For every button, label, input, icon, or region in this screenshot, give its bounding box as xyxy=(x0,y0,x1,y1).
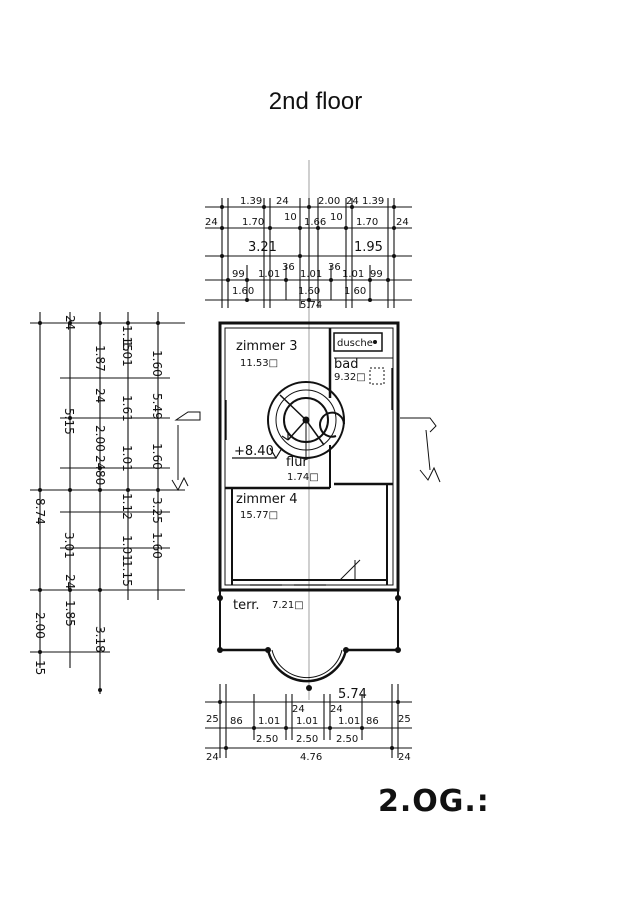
bottom-dimension-dots xyxy=(218,700,400,750)
dim-left-2-6: 80 xyxy=(93,470,107,485)
dim-left-3-7: 1.15 xyxy=(120,560,134,587)
dim-top-2-6: 1.70 xyxy=(356,217,378,228)
dim-left-2-1: 24 xyxy=(63,315,77,330)
dim-top-5-3: 1.60 xyxy=(344,286,366,297)
dim-top-overall: 5.74 xyxy=(300,300,322,311)
dim-top-4-2: 1.01 xyxy=(258,269,280,280)
window-marks xyxy=(225,322,393,586)
dim-bottom-1-8: 86 xyxy=(366,716,379,727)
dim-left-3-2: 1.15 xyxy=(120,325,134,352)
dim-left-3-5: 1.12 xyxy=(120,493,134,520)
dim-top-4-4: 1.01 xyxy=(300,269,322,280)
room-flur-area: 1.74□ xyxy=(287,472,319,483)
dim-left-4-3: 1.60 xyxy=(150,443,164,470)
dim-top-4-5: 36 xyxy=(328,262,341,273)
level-marker xyxy=(232,447,283,460)
dim-bottom-1-2: 86 xyxy=(230,716,243,727)
dim-left-2-2: 1.87 xyxy=(93,345,107,372)
dim-bottom-1-7: 1.01 xyxy=(338,716,360,727)
dim-top-4-6: 1.01 xyxy=(342,269,364,280)
shrub-right xyxy=(400,417,441,483)
wc-fixture xyxy=(369,367,385,385)
room-zimmer3-area: 11.53□ xyxy=(240,358,278,369)
dim-top-1-3: 2.00 xyxy=(318,196,340,207)
dim-left-4-1: 1.60 xyxy=(150,350,164,377)
dim-left-1-1: 5.15 xyxy=(62,408,76,435)
dim-top-4-7: 99 xyxy=(370,269,383,280)
dim-left-4-5: 1.60 xyxy=(150,532,164,559)
dim-left-4-6: 3.18 xyxy=(93,626,107,653)
dim-top-3-2: 1.95 xyxy=(354,240,383,255)
dim-bottom-1-5: 1.01 xyxy=(296,716,318,727)
dim-top-2-2: 1.70 xyxy=(242,217,264,228)
room-terr-area: 7.21□ xyxy=(272,600,304,611)
dim-bottom-1-3: 1.01 xyxy=(258,716,280,727)
dim-left-3-4: 1.01 xyxy=(120,445,134,472)
dim-top-2-3: 10 xyxy=(284,212,297,223)
dim-top-2-4: 1.66 xyxy=(304,217,326,228)
dim-bottom-2-2: 2.50 xyxy=(296,734,318,745)
dim-bottom-3-3: 24 xyxy=(398,752,411,763)
dim-left-2-4: 2.00 xyxy=(93,425,107,452)
dim-top-3-1: 3.21 xyxy=(248,240,277,255)
dim-left-1-4: 15 xyxy=(33,660,47,675)
bottom-dimension-grid xyxy=(205,684,412,758)
dim-left-4-4: 3.25 xyxy=(150,497,164,524)
dim-bottom-2-1: 2.50 xyxy=(256,734,278,745)
dim-bottom-1-6: 24 xyxy=(330,704,343,715)
dim-left-2-8: 1.85 xyxy=(63,600,77,627)
dusche-label: dusche xyxy=(337,338,373,349)
shrub-left xyxy=(171,411,201,492)
dim-bottom-overall: 5.74 xyxy=(338,687,367,702)
floor-stamp: 2.OG.: xyxy=(378,784,490,819)
dim-left-total: 8.74 xyxy=(33,498,47,525)
terrace-posts xyxy=(217,595,401,691)
top-dimension-labels: 1.39 24 2.00 24 1.39 24 1.70 10 1.66 10 … xyxy=(205,196,409,311)
room-terr-name: terr. xyxy=(233,598,260,613)
room-zimmer3-name: zimmer 3 xyxy=(236,339,298,354)
level-label: +8.40 xyxy=(234,444,274,459)
dim-left-3-1: 1.01 xyxy=(120,340,134,367)
dim-bottom-1-4: 24 xyxy=(292,704,305,715)
page-title: 2nd floor xyxy=(268,88,363,115)
spiral-staircase xyxy=(267,381,345,460)
dim-top-2-1: 24 xyxy=(205,217,218,228)
dim-left-4-2: 5.49 xyxy=(150,393,164,420)
left-dimension-dots xyxy=(38,321,160,692)
dim-bottom-3-1: 24 xyxy=(206,752,219,763)
dim-top-1-2: 24 xyxy=(276,196,289,207)
dim-left-3-3: 1.61 xyxy=(120,395,134,422)
top-dimension-dots xyxy=(220,205,396,302)
dim-left-3-6: 1.01 xyxy=(120,535,134,562)
dim-bottom-1-9: 25 xyxy=(398,714,411,725)
dim-top-2-7: 24 xyxy=(396,217,409,228)
dim-top-5-2: 1.60 xyxy=(298,286,320,297)
dim-top-1-5: 1.39 xyxy=(362,196,384,207)
dim-left-2-7: 24 xyxy=(63,574,77,589)
top-dimension-grid xyxy=(205,198,412,308)
room-bad-area: 9.32□ xyxy=(334,372,366,383)
room-labels: zimmer 3 11.53□ bad 9.32□ flur 1.74□ zim… xyxy=(233,339,366,613)
left-dimension-labels: 8.74 5.15 3.01 2.00 15 24 1.87 24 2.00 2… xyxy=(33,315,164,675)
dim-top-1-4: 24 xyxy=(346,196,359,207)
dim-bottom-3-2: 4.76 xyxy=(300,752,322,763)
room-bad-name: bad xyxy=(334,357,358,372)
bottom-dimension-labels: 5.74 25 86 1.01 24 1.01 24 1.01 86 25 2.… xyxy=(206,687,411,763)
dim-left-1-2: 3.01 xyxy=(62,532,76,559)
room-zimmer4-area: 15.77□ xyxy=(240,510,278,521)
dim-top-4-3: 36 xyxy=(282,262,295,273)
dim-left-2-3: 24 xyxy=(93,388,107,403)
dim-left-1-3: 2.00 xyxy=(33,612,47,639)
room-zimmer4-name: zimmer 4 xyxy=(236,492,298,507)
room-flur-name: flur xyxy=(286,455,308,470)
dim-top-1-1: 1.39 xyxy=(240,196,262,207)
dim-top-2-5: 10 xyxy=(330,212,343,223)
dim-bottom-1-1: 25 xyxy=(206,714,219,725)
dim-top-5-1: 1.60 xyxy=(232,286,254,297)
dim-top-4-1: 99 xyxy=(232,269,245,280)
dim-left-2-5: 24 xyxy=(93,455,107,470)
dusche-fixture: dusche xyxy=(333,332,383,352)
dim-bottom-2-3: 2.50 xyxy=(336,734,358,745)
